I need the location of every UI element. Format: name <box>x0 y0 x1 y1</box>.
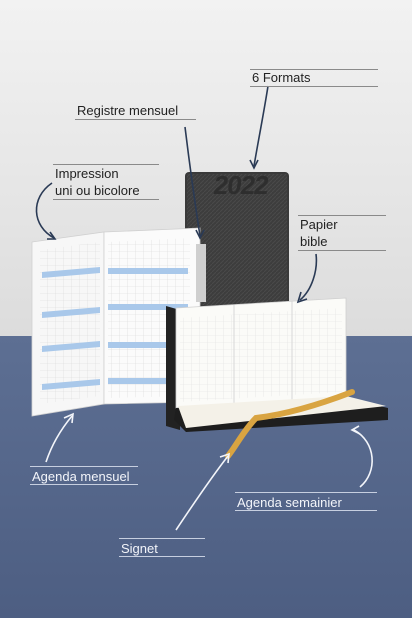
weekly-agenda <box>166 297 388 459</box>
rule-formats-bottom <box>250 86 378 87</box>
rule-agenda-semainier-top <box>235 492 377 493</box>
label-formats: 6 Formats <box>252 70 311 85</box>
rule-papier-top <box>298 215 386 216</box>
rule-papier-bottom <box>298 250 386 251</box>
label-signet: Signet <box>121 541 158 556</box>
monthly-agenda <box>31 227 206 417</box>
rule-impression-bottom <box>53 199 159 200</box>
rule-registre <box>75 119 196 120</box>
annotation-arrows <box>35 85 373 531</box>
label-papier: Papier bible <box>300 217 338 249</box>
rule-signet-top <box>119 538 205 539</box>
label-agenda-semainier: Agenda semainier <box>237 495 342 510</box>
cover-year: 2022 <box>211 170 271 200</box>
label-impression: Impression uni ou bicolore <box>55 166 140 198</box>
label-agenda-mensuel: Agenda mensuel <box>32 469 130 484</box>
label-registre: Registre mensuel <box>77 103 179 118</box>
rule-agenda-mensuel-bottom <box>30 484 138 485</box>
rule-agenda-semainier-bottom <box>235 510 377 511</box>
rule-signet-bottom <box>119 556 205 557</box>
rule-agenda-mensuel-top <box>30 466 138 467</box>
rule-impression-top <box>53 164 159 165</box>
rule-formats-top <box>250 69 378 70</box>
